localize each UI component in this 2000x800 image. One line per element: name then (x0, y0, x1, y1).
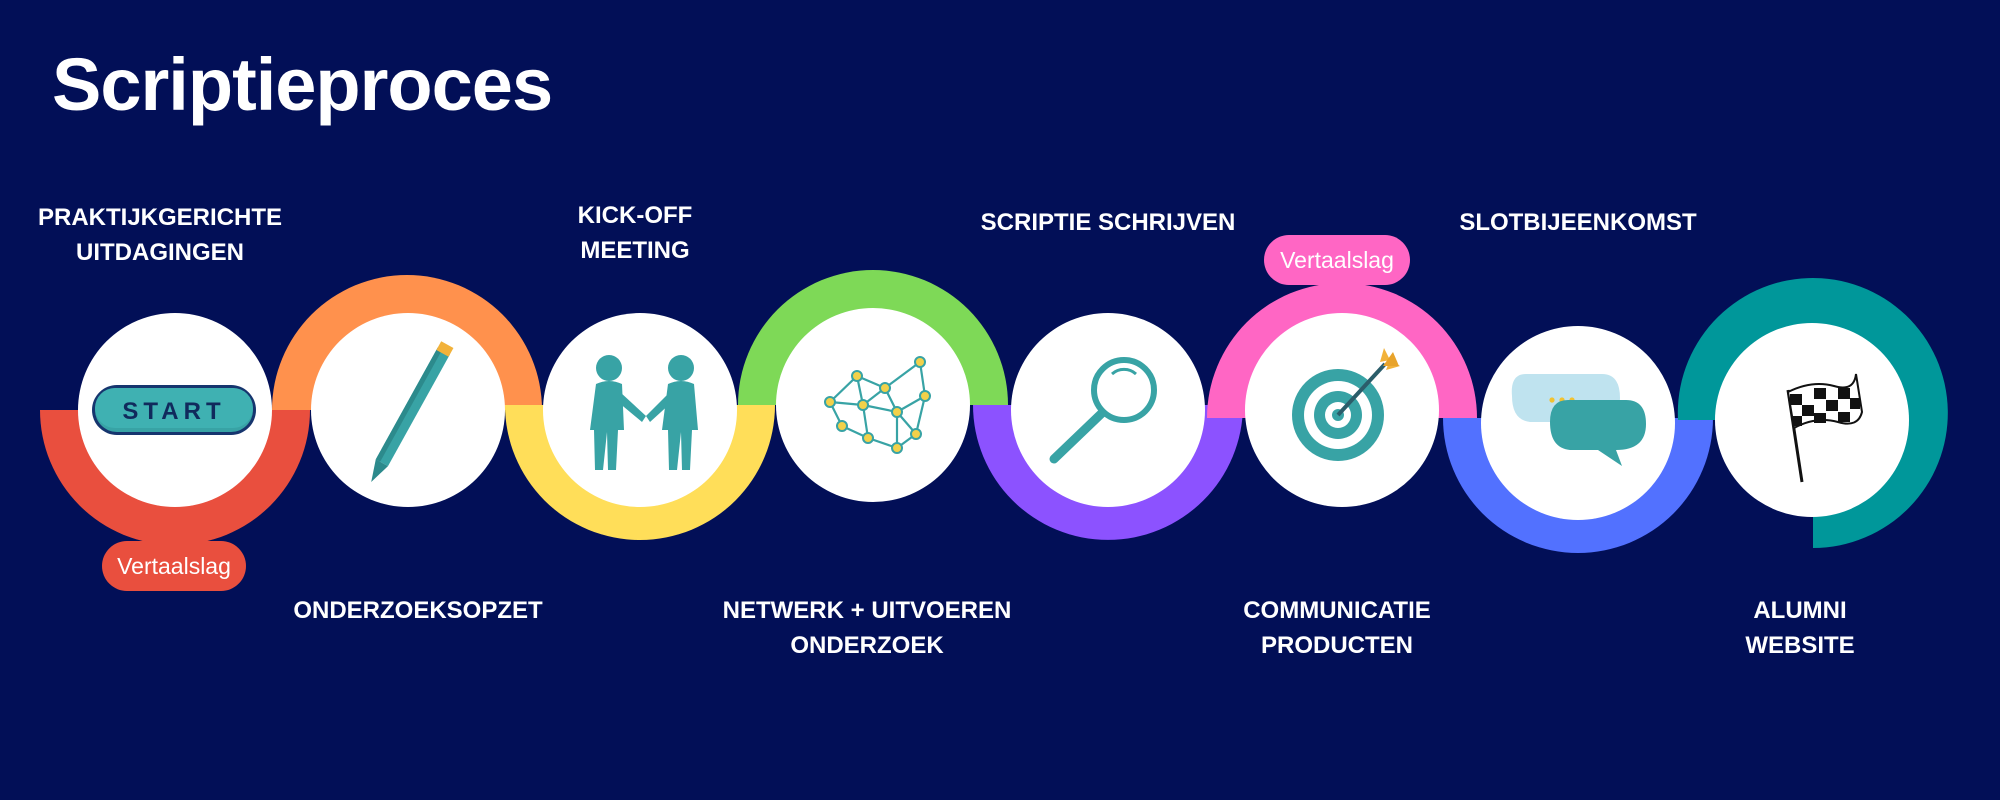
step-label-8: ALUMNI WEBSITE (1660, 593, 1940, 663)
step-label-4: NETWERK + UITVOEREN ONDERZOEK (707, 593, 1027, 663)
people-handshake-icon (590, 355, 698, 470)
step-label-7-text: SLOTBIJEENKOMST (1459, 209, 1697, 236)
chat-bubbles-icon (1511, 374, 1646, 466)
start-button-icon: START (92, 385, 256, 435)
step-circle-5 (1011, 313, 1205, 507)
network-nodes (824, 356, 931, 454)
page-title: Scriptieproces (52, 43, 553, 126)
magnifier-icon (1049, 357, 1157, 464)
checkered-flag-icon (1786, 373, 1864, 483)
step-label-8-text: ALUMNI WEBSITE (1745, 597, 1855, 659)
step-label-7: SLOTBIJEENKOMST (1428, 205, 1728, 240)
step-label-1: PRAKTIJKGERICHTE UITDAGINGEN (20, 200, 300, 270)
step-label-5-text: SCRIPTIE SCHRIJVEN (980, 209, 1236, 236)
pencil-icon (371, 341, 454, 482)
step-label-2: ONDERZOEKSOPZET (278, 593, 558, 628)
step-label-1-text: PRAKTIJKGERICHTE UITDAGINGEN (37, 204, 283, 266)
vertaalslag-badge-top: Vertaalslag (1264, 235, 1410, 285)
step-label-3: KICK-OFF MEETING (500, 198, 770, 268)
step-circle-3 (543, 313, 737, 507)
target-icon (1292, 348, 1400, 461)
vertaalslag-badge-bottom-text: Vertaalslag (117, 553, 231, 579)
step-label-6-text: COMMUNICATIE PRODUCTEN (1243, 597, 1431, 659)
step-label-2-text: ONDERZOEKSOPZET (293, 597, 543, 624)
vertaalslag-badge-top-text: Vertaalslag (1280, 247, 1394, 273)
step-circle-4 (776, 308, 970, 502)
vertaalslag-badge-bottom: Vertaalslag (102, 541, 246, 591)
step-label-6: COMMUNICATIE PRODUCTEN (1197, 593, 1477, 663)
step-label-3-text: KICK-OFF MEETING (577, 202, 693, 264)
start-label: START (122, 398, 225, 425)
step-label-4-text: NETWERK + UITVOEREN ONDERZOEK (722, 597, 1012, 659)
step-label-5: SCRIPTIE SCHRIJVEN (958, 205, 1258, 240)
